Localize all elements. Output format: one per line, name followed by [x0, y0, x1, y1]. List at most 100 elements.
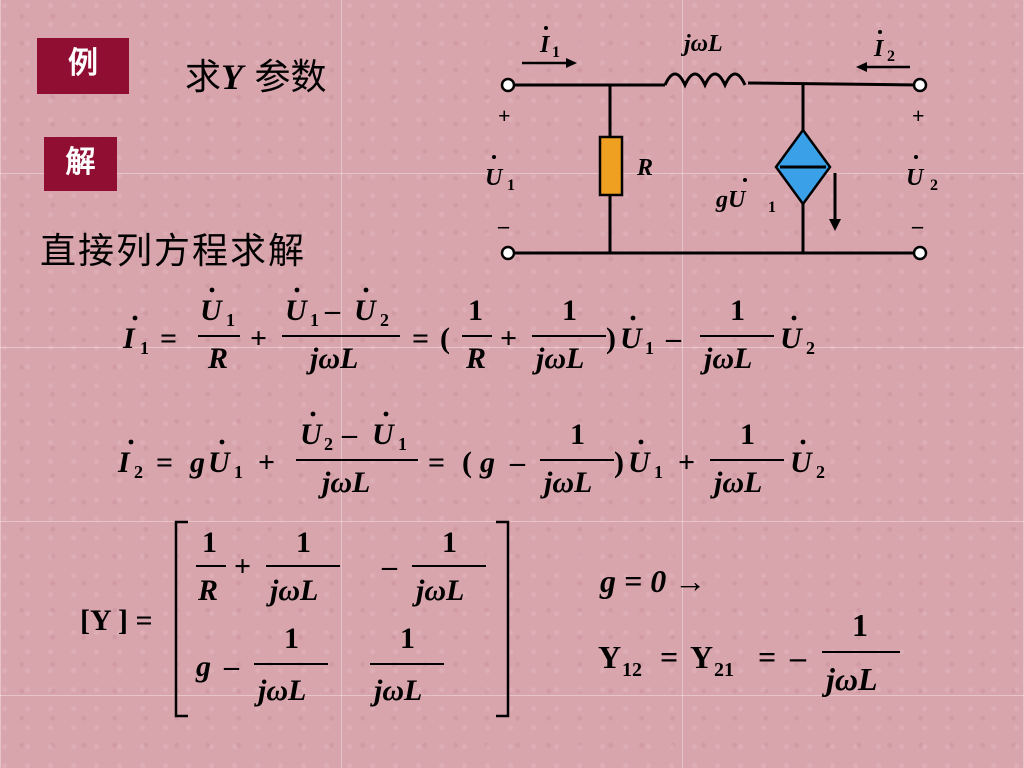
eq1-U1-c: U	[620, 322, 643, 355]
g-zero-note: g = 0 → Y 12 = Y 21 = – 1 jωL	[598, 563, 900, 697]
eq2-equals: =	[156, 446, 173, 479]
title-suffix: 参数	[243, 57, 327, 98]
m11-one-b: 1	[296, 526, 311, 559]
note-Y21: Y	[690, 639, 713, 675]
port2-top-terminal	[912, 77, 928, 93]
u2-sub: 2	[930, 177, 938, 194]
eq1-jwL-den: jωL	[306, 342, 358, 375]
title-var: Y	[221, 57, 244, 97]
note-den: jωL	[821, 661, 878, 697]
u2-minus: –	[911, 213, 924, 238]
matrix-left-bracket	[174, 520, 188, 718]
eq1-one-a: 1	[468, 294, 483, 327]
eq1-U2-c: U	[780, 322, 803, 355]
eq2-U2-num-sub: 2	[324, 434, 333, 454]
eq2-U1: U	[208, 446, 231, 479]
m12-minus: –	[381, 550, 398, 583]
m21-minus: –	[223, 650, 240, 683]
u2-plus: +	[912, 103, 925, 128]
u1-plus: +	[498, 103, 511, 128]
eq1-rparen: )	[606, 322, 616, 355]
m21-one: 1	[284, 622, 299, 655]
eq2-U1-sub: 1	[234, 462, 243, 482]
m22-jwL: jωL	[370, 674, 422, 707]
matrix-right-bracket	[496, 520, 510, 718]
eq1-plus2: +	[500, 322, 517, 355]
eq2-U2-num: U	[300, 418, 323, 451]
eq1-I-sub: 1	[140, 338, 149, 358]
equation-i2: I 2 = g U 1 + U 2 – U 1 jωL = ( g – 1 jω…	[117, 411, 825, 499]
eq2-g2: g	[479, 446, 495, 479]
example-tag: 例	[37, 38, 129, 94]
eq1-U2b-sub: 2	[380, 310, 389, 330]
eq2-U1-c: U	[628, 446, 651, 479]
solution-tag: 解	[44, 137, 117, 191]
eq2-U1-c-sub: 1	[654, 462, 663, 482]
eq1-U1b: U	[285, 294, 308, 327]
page-title: 求Y 参数	[185, 48, 326, 100]
port1-bottom-terminal	[500, 245, 516, 261]
u2-label: U	[906, 165, 925, 191]
port1-top-terminal	[500, 77, 516, 93]
i2-label: I	[873, 36, 885, 62]
eq2-g: g	[189, 446, 205, 479]
eq2-I: I	[117, 446, 131, 479]
eq2-U2-c-sub: 2	[816, 462, 825, 482]
eq2-minus2: –	[509, 446, 526, 479]
eq1-jwL-den3: jωL	[700, 342, 752, 375]
eq1-equals2: =	[412, 322, 429, 355]
i2-sub: 2	[887, 48, 895, 65]
m11-jwL: jωL	[266, 574, 318, 607]
eq2-plus2: +	[678, 446, 695, 479]
title-prefix: 求	[185, 57, 222, 98]
eq1-U1-num: U	[200, 294, 223, 327]
eq2-plus: +	[258, 446, 275, 479]
eq2-U2-c: U	[790, 446, 813, 479]
eq1-U2b: U	[354, 294, 377, 327]
m11-R: R	[197, 574, 218, 607]
eq1-U1b-sub: 1	[310, 310, 319, 330]
eq2-jwL-den3: jωL	[710, 466, 762, 499]
resistor	[598, 135, 624, 197]
eq2-one-a: 1	[570, 418, 585, 451]
note-eq1: =	[660, 639, 678, 675]
resistor-label: R	[636, 155, 653, 181]
inductor-label: jωL	[680, 31, 723, 57]
eq2-jwL-den2: jωL	[540, 466, 592, 499]
eq2-equals2: =	[428, 446, 445, 479]
eq1-I: I	[122, 322, 136, 355]
eq1-one-c: 1	[730, 294, 745, 327]
equations: I 1 = U 1 R + U 1 – U 2 jωL = ( 1 R + 1 …	[80, 287, 900, 718]
matrix-label: [Y ] =	[80, 604, 153, 637]
m12-one: 1	[442, 526, 457, 559]
eq1-U1-num-sub: 1	[226, 310, 235, 330]
source-label: gU	[715, 187, 747, 213]
i1-label: I	[539, 32, 551, 58]
eq1-lparen: (	[440, 322, 450, 355]
eq1-plus: +	[250, 322, 267, 355]
u1-minus: –	[497, 213, 510, 238]
m11-one-a: 1	[202, 526, 217, 559]
note-Y12: Y	[598, 639, 621, 675]
source-sub: 1	[768, 199, 776, 216]
u1-label: U	[485, 165, 504, 191]
eq1-minus-num: –	[324, 294, 341, 327]
equation-i1: I 1 = U 1 R + U 1 – U 2 jωL = ( 1 R + 1 …	[122, 287, 815, 375]
eq1-jwL-den2: jωL	[532, 342, 584, 375]
eq2-minus-num: –	[341, 418, 358, 451]
eq2-I-sub: 2	[134, 462, 143, 482]
note-sub12: 12	[622, 659, 642, 681]
eq1-one-b: 1	[562, 294, 577, 327]
eq2-jwL-den: jωL	[318, 466, 370, 499]
m21-g: g	[195, 650, 211, 683]
eq1-R-den2: R	[465, 342, 486, 375]
eq1-U2-c-sub: 2	[806, 338, 815, 358]
eq2-rparen: )	[614, 446, 624, 479]
eq1-minus2: –	[665, 322, 682, 355]
circuit-wires	[510, 72, 919, 255]
eq1-equals: =	[160, 322, 177, 355]
note-condition: g = 0 →	[599, 563, 706, 599]
method-heading: 直接列方程求解	[40, 231, 307, 272]
m11-plus: +	[234, 550, 251, 583]
eq2-U1-num-sub: 1	[398, 434, 407, 454]
